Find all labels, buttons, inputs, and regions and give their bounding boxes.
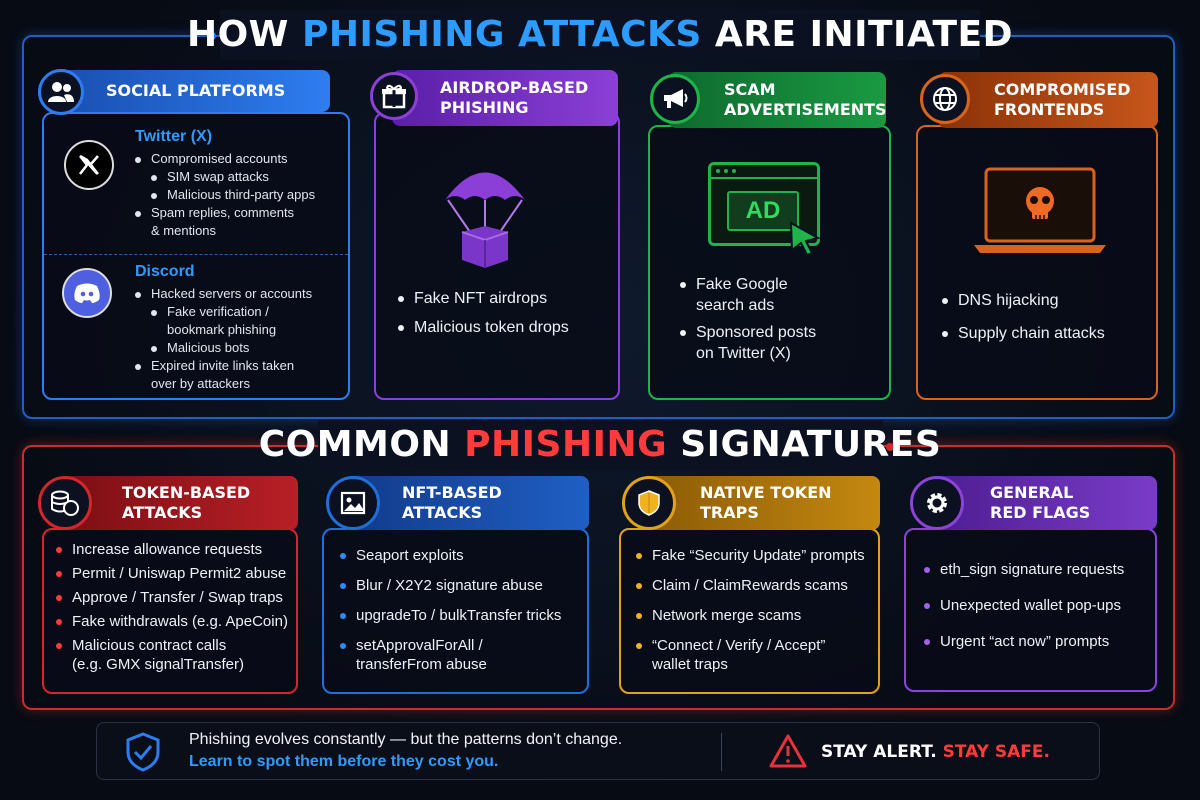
list-item-continuation: (e.g. GMX signalTransfer): [72, 656, 244, 673]
title-dot-left: [208, 32, 216, 40]
browser-ad-icon: AD: [708, 162, 820, 246]
list-item: Fake Google: [680, 274, 880, 295]
list-item: “Connect / Verify / Accept”: [636, 636, 880, 655]
discord-threats-list: Hacked servers or accounts Fake verifica…: [135, 285, 345, 393]
scam-ads-threats-list: Fake Google search ads Sponsored posts o…: [680, 274, 880, 372]
social-platforms-title: SOCIAL PLATFORMS: [106, 81, 286, 100]
list-item: Unexpected wallet pop-ups: [924, 596, 1154, 615]
footer-tagline: Learn to spot them before they cost you.: [189, 753, 499, 770]
list-item-continuation: transferFrom abuse: [356, 656, 487, 673]
list-item-continuation: on Twitter (X): [696, 345, 791, 362]
coins-icon: [38, 476, 92, 530]
native-token-traps-card: [619, 528, 880, 694]
title-dot-left: [306, 443, 314, 451]
list-item: upgradeTo / bulkTransfer tricks: [340, 606, 586, 625]
token-attacks-list: Increase allowance requests Permit / Uni…: [56, 540, 296, 674]
section-title-signatures: COMMON PHISHING SIGNATURES: [258, 424, 942, 465]
title-backdrop: [220, 10, 980, 60]
frontends-threats-list: DNS hijacking Supply chain attacks: [942, 290, 1147, 352]
list-item: setApprovalForAll /: [340, 636, 586, 655]
list-item: Spam replies, comments: [135, 204, 345, 222]
title-backdrop: [318, 420, 883, 470]
list-item: Fake NFT airdrops: [398, 288, 613, 309]
native-token-traps-list: Fake “Security Update” prompts Claim / C…: [636, 546, 880, 674]
globe-icon: [920, 74, 970, 124]
list-item: Compromised accounts: [135, 150, 345, 168]
list-item: Blur / X2Y2 signature abuse: [340, 576, 586, 595]
list-item-continuation: search ads: [696, 297, 775, 314]
title-dot-right: [886, 443, 894, 451]
warning-icon: [769, 734, 807, 773]
parachute-box-icon: [440, 160, 530, 275]
gear-icon: [910, 476, 964, 530]
list-item-continuation: wallet traps: [652, 656, 728, 673]
list-item: Fake “Security Update” prompts: [636, 546, 880, 565]
twitter-label: Twitter (X): [135, 128, 213, 145]
laptop-skull-icon: [972, 165, 1108, 262]
list-item: Approve / Transfer / Swap traps: [56, 588, 296, 607]
list-item-continuation: over by attackers: [151, 376, 250, 391]
list-item: DNS hijacking: [942, 290, 1147, 311]
list-item: Seaport exploits: [340, 546, 586, 565]
section-title-initiation: HOW PHISHING ATTACKS ARE INITIATED: [186, 14, 1014, 55]
list-item: Increase allowance requests: [56, 540, 296, 559]
footer-message: Phishing evolves constantly — but the pa…: [189, 731, 623, 748]
list-item: eth_sign signature requests: [924, 560, 1154, 579]
list-item: Malicious third-party apps: [151, 186, 345, 204]
list-item: Malicious token drops: [398, 317, 613, 338]
shield-icon: [622, 476, 676, 530]
list-item: Malicious contract calls: [56, 636, 296, 655]
ad-label: AD: [727, 191, 799, 231]
list-item: Urgent “act now” prompts: [924, 632, 1154, 651]
list-item: Sponsored posts: [680, 322, 880, 343]
users-icon: [38, 69, 84, 115]
token-attacks-card: [42, 528, 298, 694]
list-item: Hacked servers or accounts: [135, 285, 345, 303]
footer-divider: [721, 733, 722, 771]
discord-label: Discord: [135, 263, 195, 280]
general-red-flags-list: eth_sign signature requests Unexpected w…: [924, 560, 1154, 651]
list-item: Claim / ClaimRewards scams: [636, 576, 880, 595]
list-item-continuation: & mentions: [151, 223, 217, 238]
list-item: Malicious bots: [151, 339, 345, 357]
list-item: Fake withdrawals (e.g. ApeCoin): [56, 612, 296, 631]
list-item: Supply chain attacks: [942, 323, 1147, 344]
megaphone-icon: [650, 74, 700, 124]
footer-alert: STAY ALERT. STAY SAFE.: [821, 742, 1050, 762]
title-dot-right: [985, 32, 993, 40]
cursor-icon: [788, 220, 822, 263]
shield-check-icon: [125, 732, 161, 777]
list-item: Permit / Uniswap Permit2 abuse: [56, 564, 296, 583]
list-item: SIM swap attacks: [151, 168, 345, 186]
discord-logo-icon: [62, 268, 112, 318]
general-red-flags-card: [904, 528, 1157, 692]
list-item: Network merge scams: [636, 606, 880, 625]
footer-banner: Phishing evolves constantly — but the pa…: [96, 722, 1100, 780]
list-item-continuation: bookmark phishing: [167, 322, 277, 337]
x-logo-icon: [64, 140, 114, 190]
gift-icon: [370, 72, 418, 120]
airdrop-threats-list: Fake NFT airdrops Malicious token drops: [398, 288, 613, 346]
social-platforms-header: SOCIAL PLATFORMS: [58, 70, 330, 112]
list-item: Expired invite links taken: [135, 357, 345, 375]
list-item: Fake verification /: [151, 303, 345, 321]
card-divider: [44, 254, 348, 255]
nft-attacks-list: Seaport exploits Blur / X2Y2 signature a…: [340, 546, 586, 674]
twitter-threats-list: Compromised accounts SIM swap attacks Ma…: [135, 150, 345, 240]
image-icon: [326, 476, 380, 530]
